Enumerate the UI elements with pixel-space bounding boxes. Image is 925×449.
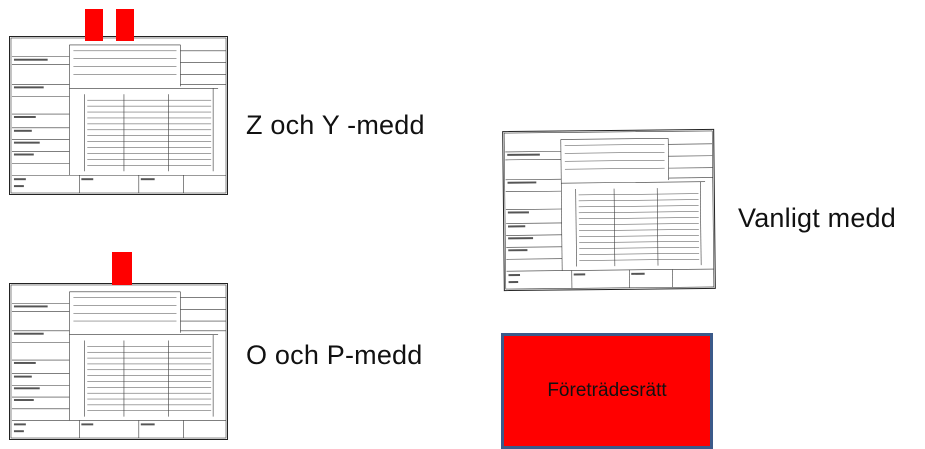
form-sketch (10, 37, 227, 194)
form-thumbnail-o-p (9, 283, 228, 440)
form-thumbnail-vanligt (502, 129, 716, 291)
priority-tab-3 (112, 252, 132, 285)
form-sketch (10, 284, 227, 439)
label-z-y: Z och Y -medd (246, 110, 425, 141)
priority-tab-1 (85, 9, 103, 41)
label-vanligt: Vanligt medd (738, 203, 896, 234)
priority-legend-box: Företrädesrätt (501, 333, 713, 449)
priority-tab-2 (116, 9, 134, 41)
label-o-p: O och P-medd (246, 340, 422, 371)
legend-label: Företrädesrätt (547, 380, 666, 402)
form-sketch (503, 130, 715, 290)
form-thumbnail-z-y (9, 36, 228, 195)
